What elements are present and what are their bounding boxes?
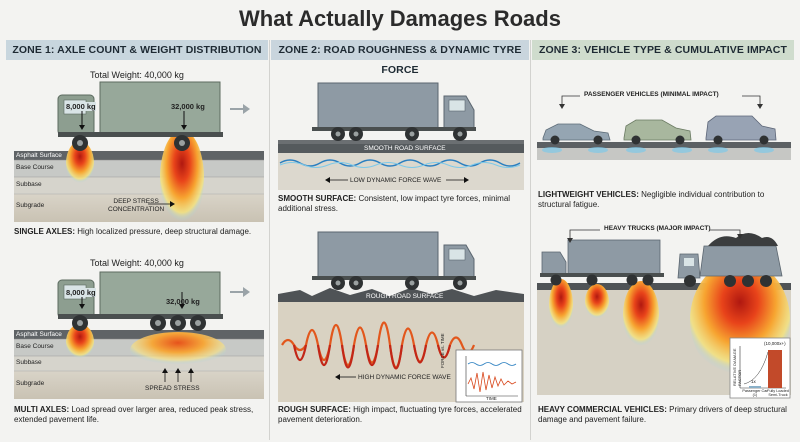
dump-truck-bed: [699, 245, 783, 277]
chart-value-label: (10,000x+): [764, 341, 786, 346]
zone3-heavy-scene: [537, 229, 791, 399]
layer-base: Base Course: [16, 343, 54, 350]
zone2-heading: ZONE 2: ROAD ROUGHNESS & DYNAMIC TYRE FO…: [271, 40, 529, 76]
layer-subbase: Subbase: [16, 359, 42, 366]
bar-semi-truck: [768, 350, 782, 388]
layer-subgrade: Subgrade: [16, 202, 45, 209]
stress-heat-front: [66, 324, 94, 360]
deep-stress-label: DEEP STRESS CONCENTRATION: [108, 198, 164, 213]
heavy-trucks-label: HEAVY TRUCKS (MAJOR IMPACT): [604, 225, 711, 232]
truck-heat-1: [549, 279, 573, 331]
spread-stress-label: SPREAD STRESS: [145, 385, 200, 392]
deep-stress-line-2: CONCENTRATION: [108, 205, 165, 213]
trailer-box: [317, 231, 439, 279]
lightweight-vehicles-caption: LIGHTWEIGHT VEHICLES: Negligible individ…: [538, 190, 793, 210]
layer-subbase: Subbase: [16, 181, 42, 188]
trailer-box: [317, 82, 439, 130]
rough-road-label: ROUGH ROAD SURFACE: [366, 293, 444, 300]
layer-base: Base Course: [16, 164, 54, 171]
zone2-rough-scene: [278, 231, 524, 403]
smooth-road-label: SMOOTH ROAD SURFACE: [364, 145, 446, 152]
front-axle-load: 8,000 kg: [66, 288, 96, 297]
layer-asphalt: Asphalt Surface: [16, 152, 62, 159]
page-title: What Actually Damages Roads: [239, 6, 561, 31]
caption-text: High impact, fluctuating tyre forces, ac…: [278, 405, 522, 424]
subbase-layer: [14, 177, 264, 194]
suv-icon: [623, 119, 692, 141]
single-axle-caption: SINGLE AXLES: High localized pressure, d…: [14, 227, 264, 237]
front-axle-load: 8,000 kg: [66, 102, 96, 111]
zone3-passenger-scene: [537, 95, 791, 160]
bar-passenger-car: [749, 386, 761, 388]
caption-text: Negligible individual contribution to st…: [538, 190, 765, 209]
stress-heat-front: [66, 141, 94, 185]
trailer-box: [99, 81, 221, 135]
smooth-surface-caption: SMOOTH SURFACE: Consistent, low impact t…: [278, 194, 528, 214]
chart-category-truck: Fully Loaded Semi-Truck: [767, 389, 789, 398]
caption-title: SMOOTH SURFACE:: [278, 194, 357, 203]
large-suv-icon: [705, 115, 777, 141]
deep-stress-line-1: DEEP STRESS: [113, 198, 159, 205]
layer-asphalt: Asphalt Surface: [16, 331, 62, 338]
zone-separator: [269, 40, 270, 440]
sedan-icon: [542, 123, 611, 141]
passenger-vehicles-label: PASSENGER VEHICLES (MINIMAL IMPACT): [584, 91, 719, 98]
rear-axle-load: 32,000 kg: [166, 297, 200, 306]
subgrade-layer: [14, 371, 264, 399]
asphalt-layer: [14, 330, 264, 339]
multi-axle-caption: MULTI AXLES: Load spread over larger are…: [14, 405, 264, 425]
caption-title: SINGLE AXLES:: [14, 227, 76, 236]
zone1-single-axle-scene: [14, 81, 264, 226]
caption-text: Primary drivers of deep structural damag…: [538, 405, 787, 424]
caption-title: ROUGH SURFACE:: [278, 405, 351, 414]
zone1-heading: ZONE 1: AXLE COUNT & WEIGHT DISTRIBUTION: [6, 40, 268, 60]
total-weight-label: Total Weight: 40,000 kg: [90, 70, 184, 80]
chart-y-axis-label: RELATIVE DAMAGE FACTOR: [732, 348, 742, 387]
category-car-value: (1): [752, 393, 758, 398]
chart-small-value: 1x: [751, 379, 756, 384]
caption-text: Consistent, low impact tyre forces, mini…: [278, 194, 511, 213]
caption-text: Load spread over larger area, reduced pe…: [14, 405, 254, 424]
heavy-vehicles-caption: HEAVY COMMERCIAL VEHICLES: Primary drive…: [538, 405, 793, 425]
rough-surface-caption: ROUGH SURFACE: High impact, fluctuating …: [278, 405, 528, 425]
caption-title: HEAVY COMMERCIAL VEHICLES:: [538, 405, 667, 414]
graph-y-axis-label: FORCE vs. TIME: [440, 333, 445, 368]
layer-subgrade: Subgrade: [16, 380, 45, 387]
zone3-heading: ZONE 3: VEHICLE TYPE & CUMULATIVE IMPACT: [532, 40, 794, 60]
stress-heat-spread: [130, 332, 226, 368]
caption-title: MULTI AXLES:: [14, 405, 70, 414]
caption-title: LIGHTWEIGHT VEHICLES:: [538, 190, 639, 199]
zone-separator: [530, 40, 531, 440]
chart-category-car: Passenger Car(1): [742, 389, 768, 397]
zone2-smooth-scene: [278, 82, 524, 190]
category-car-name: Passenger Car: [742, 389, 768, 393]
subgrade-layer: [14, 194, 264, 222]
rough-asphalt: [278, 288, 524, 302]
graph-x-axis-label: TIME: [486, 396, 497, 401]
caption-text: High localized pressure, deep structural…: [77, 227, 252, 236]
total-weight-label: Total Weight: 40,000 kg: [90, 258, 184, 268]
high-force-wave-label: HIGH DYNAMIC FORCE WAVE: [358, 374, 451, 381]
low-force-wave-label: LOW DYNAMIC FORCE WAVE: [350, 177, 442, 184]
asphalt-layer: [14, 151, 264, 160]
rear-axle-load: 32,000 kg: [171, 102, 205, 111]
